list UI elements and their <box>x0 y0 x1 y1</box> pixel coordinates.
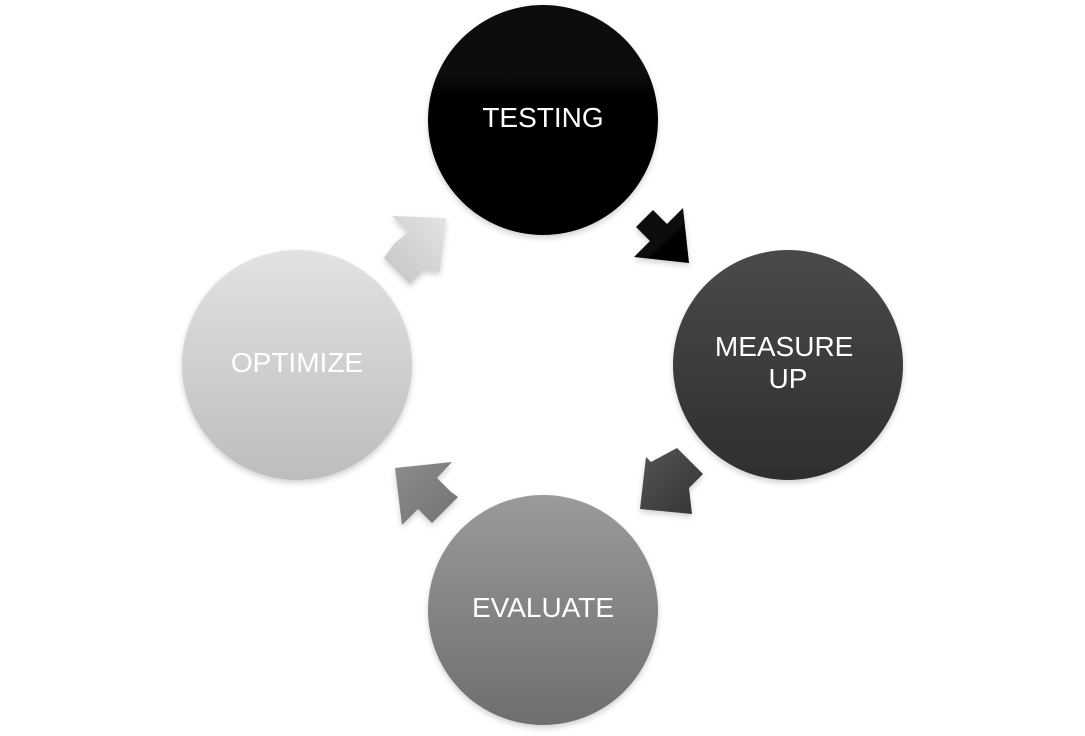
node-measure-up: MEASURE UP <box>673 250 903 480</box>
node-measure-up-circle <box>673 250 903 480</box>
node-evaluate-circle <box>428 495 658 725</box>
arrow-evaluate-to-optimize <box>395 462 458 525</box>
node-measure-up-label-line-2: UP <box>769 363 808 394</box>
node-measure-up-label-line-1: MEASURE <box>715 331 853 362</box>
node-evaluate-label: EVALUATE <box>472 592 614 623</box>
svg-text:OPTIMIZE: OPTIMIZE <box>231 347 363 378</box>
arrow-optimize-to-testing <box>384 216 446 284</box>
node-testing: TESTING <box>428 5 658 235</box>
node-optimize-label: OPTIMIZE <box>231 347 363 378</box>
node-testing-label: TESTING <box>482 102 603 133</box>
svg-text:EVALUATE: EVALUATE <box>472 592 614 623</box>
node-optimize: OPTIMIZE <box>182 250 412 480</box>
svg-text:MEASURE UP: MEASURE UP <box>715 331 861 394</box>
svg-text:TESTING: TESTING <box>482 102 603 133</box>
arrow-testing-to-measure-up <box>627 208 689 263</box>
node-testing-circle <box>428 5 658 235</box>
arrow-measure-up-to-evaluate <box>640 448 703 514</box>
node-optimize-circle <box>182 250 412 480</box>
node-evaluate: EVALUATE <box>428 495 658 725</box>
